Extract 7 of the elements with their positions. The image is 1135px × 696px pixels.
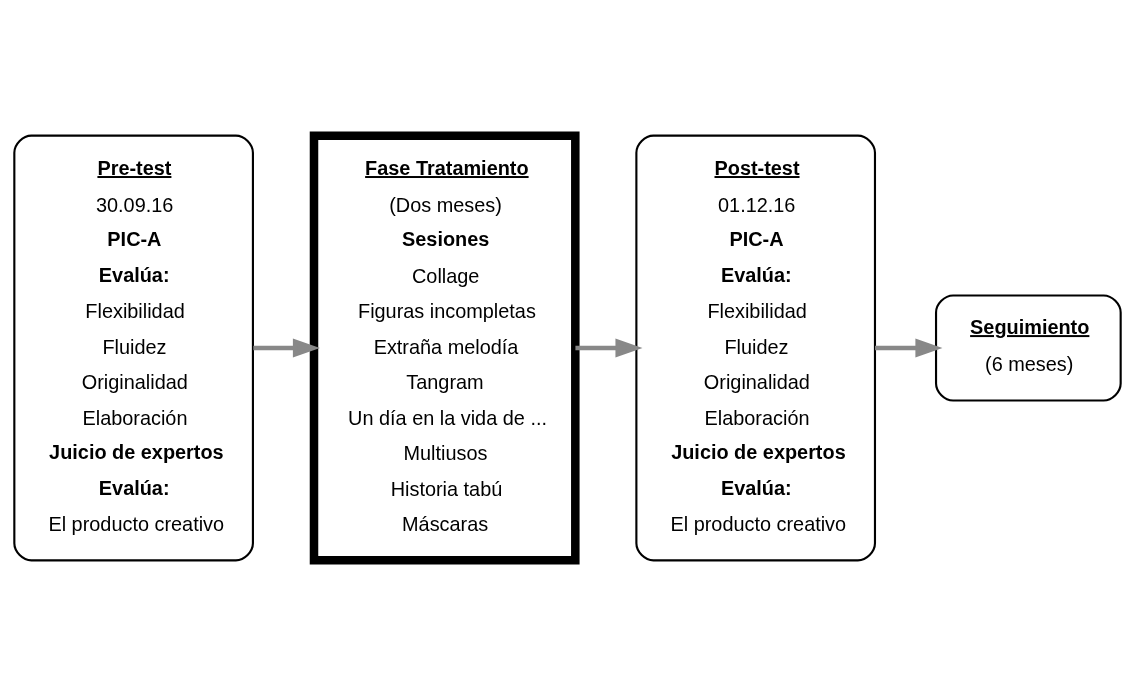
arrow (575, 338, 643, 358)
arrow (875, 338, 943, 358)
node-box: Fase Tratamiento (Dos meses) Sesiones Collage Figuras incompletas Extraña melodía Tangram Un día en la vida de ... Multiusos Historia tabú Máscaras (309, 131, 580, 565)
node-box: Seguimiento (6 meses) (934, 294, 1122, 402)
node-box: Pre-test 30.09.16 PIC-A Evalúa: Flexibilidad Fluidez Originalidad Elaboración Juicio de expertos Evalúa: El producto creativo (13, 134, 254, 562)
arrow (253, 338, 320, 358)
node-box: Post-test 01.12.16 PIC-A Evalúa: Flexibilidad Fluidez Originalidad Elaboración Juicio de expertos Evalúa: El producto creativo (635, 134, 877, 562)
